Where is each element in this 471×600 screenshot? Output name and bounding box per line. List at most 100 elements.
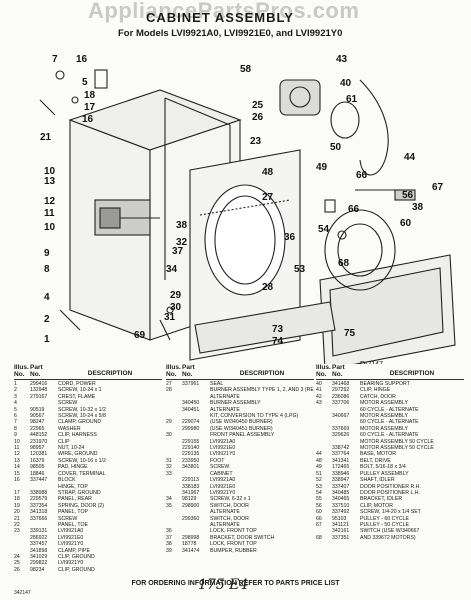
part-number: 341029 xyxy=(30,553,48,560)
part-description: CATCH, DOOR xyxy=(360,393,396,400)
svg-text:2: 2 xyxy=(44,314,50,325)
svg-text:69: 69 xyxy=(134,330,146,341)
illus-number: 53 xyxy=(316,483,322,490)
svg-text:32: 32 xyxy=(176,237,188,248)
illus-number: 17 xyxy=(14,489,20,496)
svg-text:16: 16 xyxy=(82,114,94,125)
svg-text:1: 1 xyxy=(44,334,50,345)
illus-number: 34 xyxy=(166,496,172,503)
table-row: HINGE, TOP xyxy=(14,484,162,490)
table-row: 299980(USE W/340451 BURNER) xyxy=(166,426,314,432)
part-number: 338183 xyxy=(182,483,200,490)
part-number: 340450 xyxy=(182,400,200,407)
illus-number: 26 xyxy=(14,566,20,573)
svg-text:40: 40 xyxy=(340,78,352,89)
illus-number: 52 xyxy=(316,477,322,484)
illus-number: 67 xyxy=(316,521,322,528)
part-description: COVER, TERMINAL xyxy=(58,470,106,477)
illus-number: 8 xyxy=(14,425,17,432)
part-number: 233950 xyxy=(182,457,200,464)
table-row: KIT, CONVERSION TO TYPE 4 (LPG) xyxy=(166,413,314,419)
part-description: MOTOR ASSEMBLY 50 CYCLE xyxy=(360,438,434,445)
part-number: 231970 xyxy=(30,438,48,445)
part-number: 120381 xyxy=(30,451,48,458)
illus-number: 13 xyxy=(14,457,20,464)
part-number: 299416 xyxy=(30,381,48,387)
illus-number: 41 xyxy=(316,387,322,394)
illus-number: 3 xyxy=(14,393,17,400)
svg-text:7: 7 xyxy=(52,54,58,65)
svg-text:13: 13 xyxy=(44,176,56,187)
svg-text:38: 38 xyxy=(412,202,424,213)
part-description: SHAFT, IDLER xyxy=(360,477,395,484)
part-description: PAD, HINGE xyxy=(58,464,88,471)
svg-text:37: 37 xyxy=(172,246,184,257)
svg-text:5: 5 xyxy=(82,77,88,88)
part-description: SCREW, 10-16 x 1/2 xyxy=(58,457,106,464)
illus-number: 20 xyxy=(14,509,20,516)
illus-number: 66 xyxy=(316,515,322,522)
part-number: 132948 xyxy=(30,387,48,394)
svg-text:31: 31 xyxy=(164,312,176,323)
svg-text:9: 9 xyxy=(44,248,50,259)
svg-text:74: 74 xyxy=(272,336,284,347)
part-description: MOTOR ASSEMBLY xyxy=(360,400,408,407)
part-description: CLAMP, GROUND xyxy=(58,419,102,426)
part-description: BURNER ASSEMBLY xyxy=(210,400,261,407)
svg-text:68: 68 xyxy=(338,258,350,269)
part-description: KIT, CONVERSION TO TYPE 4 (LPG) xyxy=(210,413,299,420)
svg-text:49: 49 xyxy=(316,162,328,173)
part-description: LVI9921E0 xyxy=(210,483,236,490)
illus-number: 7 xyxy=(14,419,17,426)
table-row: 338183 LVI9921E0 xyxy=(166,484,314,490)
svg-text:66: 66 xyxy=(348,204,360,215)
part-number: 337666 xyxy=(30,515,48,522)
part-description: MOTOR ASSEMBLY xyxy=(360,413,408,420)
part-description: SCREW xyxy=(58,515,78,522)
svg-text:21: 21 xyxy=(40,132,52,143)
part-number: 337669 xyxy=(332,425,350,432)
part-description: LVI9921E0 xyxy=(58,534,84,541)
part-number: 338988 xyxy=(30,489,48,496)
illus-number: 9 xyxy=(14,432,17,439)
part-number: 172465 xyxy=(332,464,350,471)
illus-number: 1 xyxy=(14,381,17,387)
illus-number: 36 xyxy=(166,528,172,535)
svg-text:38: 38 xyxy=(176,220,188,231)
part-number: 18778 xyxy=(182,541,197,548)
page-subtitle: For Models LVI9921A0, LVI9921E0, and LVI… xyxy=(118,28,343,39)
exploded-parts-diagram: 7 16 5 18 17 16 21 10 13 12 11 10 9 8 4 … xyxy=(0,40,471,364)
part-description: BEARING SUPPORT xyxy=(360,381,410,387)
illus-number: 68 xyxy=(316,534,322,541)
svg-text:8: 8 xyxy=(44,264,50,275)
illus-number: 55 xyxy=(316,496,322,503)
illus-number: 42 xyxy=(316,393,322,400)
part-description: (USE W/340450 BURNER) xyxy=(210,419,273,426)
part-number: 341341 xyxy=(332,457,350,464)
part-number: 236086 xyxy=(332,393,350,400)
illus-number: 49 xyxy=(316,464,322,471)
svg-text:10: 10 xyxy=(44,222,56,233)
part-number: 229155 xyxy=(182,438,200,445)
part-number: 90519 xyxy=(30,406,45,413)
part-description: SWITCH, DOOR xyxy=(210,515,249,522)
part-description: ALTERNATE xyxy=(210,521,240,528)
